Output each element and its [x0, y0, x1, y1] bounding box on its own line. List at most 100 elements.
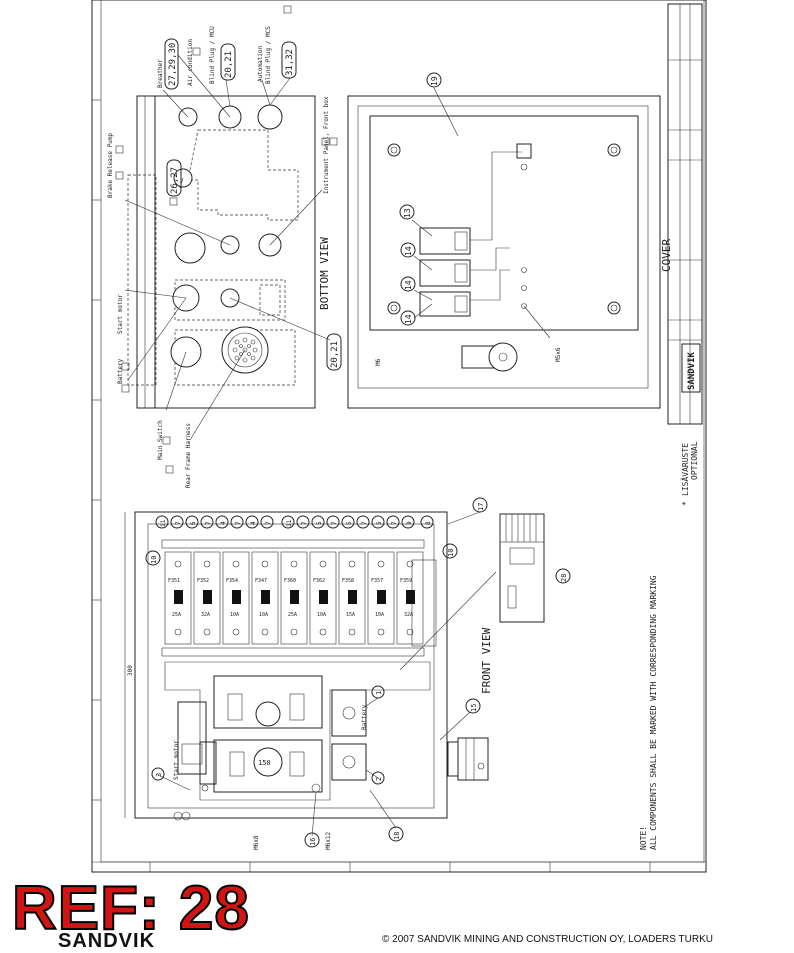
- breaker-callouts: 11 7 6 7 4 7 4 7 11 7 5 7 5 7 5 7 9 8: [155, 515, 434, 529]
- label-blind-plug-mcs: Blind Plug / MCS: [265, 26, 272, 84]
- callout-10-left: 10: [150, 556, 158, 564]
- svg-text:7: 7: [331, 521, 338, 525]
- callout-10-right: 10: [447, 549, 455, 557]
- fuse-rating-5: 25A: [288, 612, 297, 618]
- svg-text:7: 7: [175, 521, 182, 525]
- optional-label-en: OPTIONAL: [690, 441, 699, 480]
- svg-text:5: 5: [316, 521, 323, 525]
- fuse-id-3: F354: [226, 578, 238, 584]
- label-start-motor-front: Start motor: [173, 740, 180, 780]
- component-28: 28: [499, 513, 571, 623]
- callout-3: 3: [155, 773, 163, 777]
- label-m5x6: M5x6: [555, 347, 562, 362]
- label-blind-plug-mcu: Blind Plug / MCU: [209, 26, 216, 84]
- bottom-view: 27,29,30 20,21 31,32 26,27 20,21 Breathe…: [107, 5, 342, 488]
- label-battery: Battery: [117, 358, 124, 384]
- callout-28: 28: [560, 574, 568, 582]
- fuse-rating-7: 15A: [346, 612, 355, 618]
- svg-text:7: 7: [361, 521, 368, 525]
- label-brake-release-pump: Brake Release Pump: [107, 133, 114, 198]
- fuse-id-9: F359: [400, 578, 412, 584]
- fuse-rating-1: 25A: [172, 612, 181, 618]
- svg-text:11: 11: [286, 519, 293, 527]
- fuse-rating-9: 32A: [404, 612, 413, 618]
- main-switch-knob: [253, 747, 283, 777]
- note-body: ALL COMPONENTS SHALL BE MARKED WITH CORR…: [649, 575, 658, 850]
- fuse-id-2: F352: [197, 578, 209, 584]
- svg-text:*: *: [681, 501, 690, 506]
- callout-27-29-30: 27,29,30: [168, 43, 178, 86]
- sheet-outer-frame: [91, 0, 707, 873]
- title-block-brand: SANDVIK: [687, 351, 697, 390]
- left-grid-ticks: [92, 99, 101, 801]
- label-automation: Automation: [257, 45, 264, 82]
- svg-text:11: 11: [160, 519, 167, 527]
- svg-text:6: 6: [190, 521, 197, 525]
- svg-text:4: 4: [220, 521, 227, 525]
- fuse-rating-4: 10A: [259, 612, 268, 618]
- fuse-id-1: F351: [168, 578, 180, 584]
- fuse-id-8: F357: [371, 578, 383, 584]
- svg-text:8: 8: [425, 521, 432, 525]
- title-block: SANDVIK: [667, 3, 703, 425]
- fuse-id-6: F362: [313, 578, 325, 584]
- fuse-rating-2: 32A: [201, 612, 210, 618]
- svg-text:7: 7: [205, 521, 212, 525]
- label-m6x12: M6x12: [325, 832, 332, 850]
- front-view: F351 F352 F354 F347 F360 F362 F358 F357 …: [124, 497, 497, 850]
- reference-badge: REF: 28: [11, 874, 250, 943]
- callout-16: 16: [309, 838, 317, 846]
- fuse-id-4: F347: [255, 578, 267, 584]
- svg-text:5: 5: [376, 521, 383, 525]
- breaker-toggles: [174, 590, 415, 604]
- dimension-300: 300: [127, 665, 134, 676]
- callout-15: 15: [470, 704, 478, 712]
- callout-14-c: 14: [404, 314, 413, 324]
- callout-14-a: 14: [404, 246, 413, 256]
- bottom-view-title: BOTTOM VIEW: [318, 237, 331, 310]
- cover-view: 19 13 14 14 14 M6 M5x6 COVER: [347, 72, 673, 409]
- callout-20-21-top: 20,21: [224, 51, 234, 78]
- optional-label-fi: LISÄVARUSTE: [680, 443, 690, 496]
- label-instrument-panel: Instrument Panel, Front box: [323, 96, 330, 194]
- side-connector: [447, 737, 489, 781]
- callout-18: 18: [393, 832, 401, 840]
- callout-14-b: 14: [404, 280, 413, 290]
- callout-19: 19: [430, 76, 439, 86]
- svg-text:5: 5: [346, 521, 353, 525]
- label-start-motor: Start motor: [117, 294, 124, 334]
- callout-17: 17: [477, 503, 485, 511]
- bottom-grid-ticks: [149, 862, 651, 872]
- fuse-rating-6: 10A: [317, 612, 326, 618]
- callout-31-32: 31,32: [285, 49, 295, 76]
- main-switch-150: 150: [258, 759, 271, 767]
- brake-release-pump-hole: [174, 232, 206, 264]
- automation-hole: [257, 104, 283, 130]
- footer-brand: SANDVIK: [58, 930, 156, 952]
- callout-1: 1: [375, 691, 383, 695]
- callout-20-21-bottom: 20,21: [330, 341, 340, 368]
- label-air-condition: Air condition: [187, 39, 194, 86]
- fuse-rating-3: 10A: [230, 612, 239, 618]
- note-title: NOTE!: [639, 826, 648, 850]
- svg-text:7: 7: [391, 521, 398, 525]
- fuse-id-5: F360: [284, 578, 296, 584]
- front-view-title: FRONT VIEW: [480, 627, 493, 694]
- callout-13: 13: [403, 208, 412, 218]
- svg-text:9: 9: [406, 521, 413, 525]
- label-main-switch: Main Switch: [157, 420, 164, 460]
- copyright-notice: © 2007 SANDVIK MINING AND CONSTRUCTION O…: [382, 934, 713, 945]
- label-breather: Breather: [157, 59, 164, 88]
- svg-text:7: 7: [235, 521, 242, 525]
- label-m6-cover: M6: [375, 358, 382, 366]
- label-battery-front: Battery: [361, 704, 368, 730]
- svg-text:7: 7: [265, 521, 272, 525]
- cover-title: COVER: [660, 239, 673, 272]
- label-rear-frame-harness: Rear Frame Harness: [185, 423, 192, 488]
- callout-2: 2: [375, 777, 383, 781]
- svg-text:7: 7: [301, 521, 308, 525]
- fuse-id-7: F358: [342, 578, 354, 584]
- label-m6x8: M6x8: [253, 835, 260, 850]
- fuse-rating-8: 10A: [375, 612, 384, 618]
